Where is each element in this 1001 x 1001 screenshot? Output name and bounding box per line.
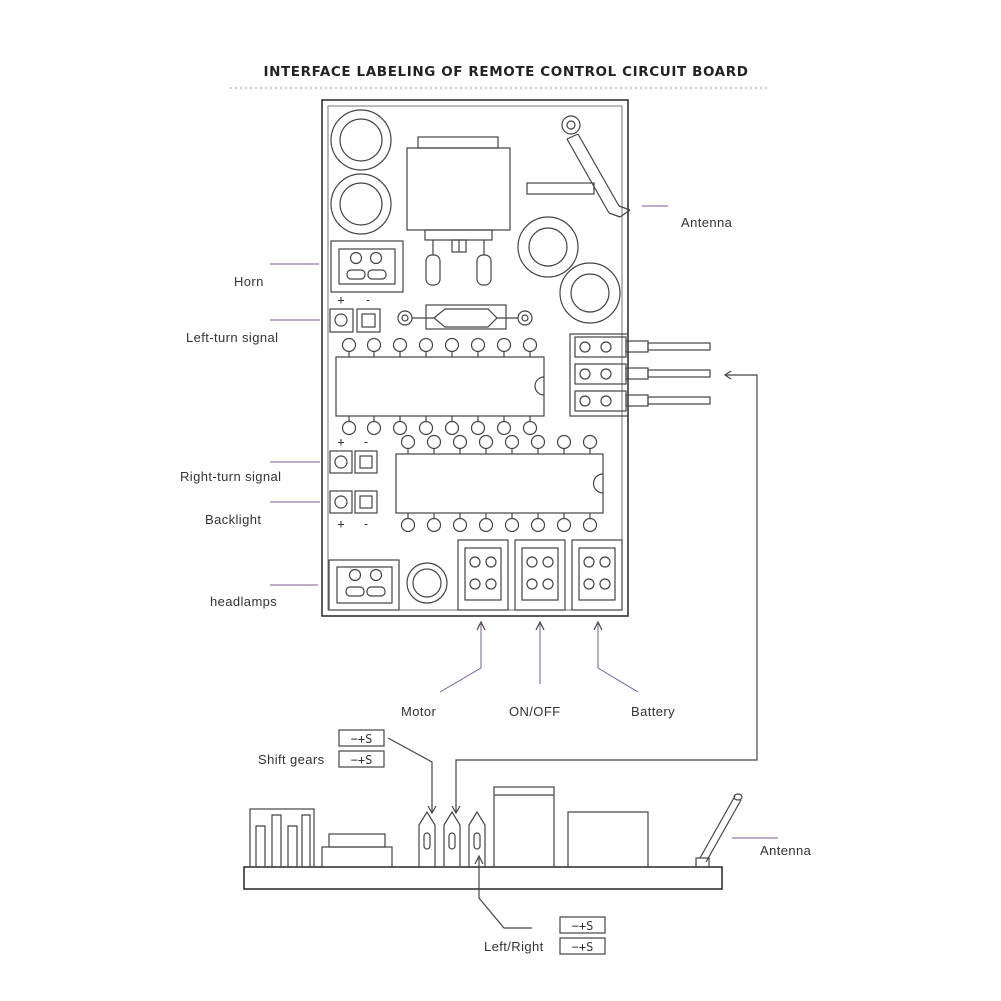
headlamps-connector <box>328 559 400 611</box>
label-backlight: Backlight <box>205 512 261 527</box>
label-headlamps: headlamps <box>210 594 277 609</box>
polarity-plus: + <box>337 293 344 307</box>
pin-code-box-shift-1: −+S <box>338 729 385 747</box>
antenna-board-top <box>561 115 631 218</box>
svg-text:−+S: −+S <box>351 732 373 746</box>
label-antenna-bottom: Antenna <box>760 843 812 858</box>
regulator-side <box>567 811 649 868</box>
switch-component <box>249 808 315 868</box>
label-shift-gears: Shift gears <box>258 752 325 767</box>
leader-shift-gears <box>387 737 433 812</box>
antenna-side <box>695 793 743 868</box>
label-motor: Motor <box>401 704 437 719</box>
board-inner-border <box>327 105 623 611</box>
capacitor-top-left-1 <box>330 109 392 171</box>
arrow-on-off <box>535 620 545 631</box>
circuit-board-top: + - <box>321 99 711 617</box>
pin-code-box-shift-2: −+S <box>338 750 385 768</box>
resistor-small <box>526 182 595 195</box>
pin-header-row-1 <box>574 336 711 358</box>
ic-chip-1-top-pins <box>341 337 538 357</box>
capacitor-right-2 <box>559 262 621 324</box>
svg-text:−+S: −+S <box>572 940 594 954</box>
polarity-minus: - <box>362 517 369 531</box>
ic-chip-1-bottom-pins <box>341 416 538 436</box>
backlight-pads: + - <box>329 490 378 531</box>
capacitor-side <box>493 786 555 868</box>
polarity-minus: - <box>364 293 371 307</box>
leader-battery <box>597 624 639 693</box>
pin-header-3 <box>569 333 711 417</box>
buzzer <box>406 562 448 604</box>
arrow-motor <box>476 620 486 631</box>
right-turn-pads: + - <box>329 435 378 474</box>
label-left-turn: Left-turn signal <box>186 330 278 345</box>
arrow-shift-gears <box>427 805 437 815</box>
horn-connector <box>330 240 404 293</box>
board-base <box>243 866 723 890</box>
label-antenna-top: Antenna <box>681 215 733 230</box>
arrow-battery <box>593 620 603 631</box>
ic-chip-1 <box>335 337 545 436</box>
ic-side <box>321 833 393 868</box>
pin-code-box-lr-2: −+S <box>559 937 606 955</box>
voltage-regulator <box>406 136 511 286</box>
left-turn-pads: + - <box>329 293 381 333</box>
servo-pins-side <box>418 810 486 868</box>
leader-left-right <box>478 858 532 929</box>
wire-header-to-lower-board <box>451 370 758 815</box>
ic-chip-2-top-pins <box>400 434 598 454</box>
label-right-turn: Right-turn signal <box>180 469 281 484</box>
label-on-off: ON/OFF <box>509 704 561 719</box>
polarity-plus: + <box>337 435 344 449</box>
crystal-oscillator <box>397 304 533 330</box>
polarity-plus: + <box>337 517 344 531</box>
leader-lines-top <box>270 205 668 693</box>
diagram-title: INTERFACE LABELING OF REMOTE CONTROL CIR… <box>263 64 748 80</box>
pin-code-box-lr-1: −+S <box>559 916 606 934</box>
circuit-board-side-view <box>243 786 743 890</box>
label-horn: Horn <box>234 274 264 289</box>
arrow-left-right <box>474 854 484 865</box>
ic-chip-2 <box>395 434 604 533</box>
board-outline <box>321 99 629 617</box>
polarity-minus: - <box>362 435 369 449</box>
motor-connector <box>457 539 509 611</box>
pin-header-row-3 <box>574 390 711 412</box>
capacitor-right-1 <box>517 216 579 278</box>
ic-chip-2-bottom-pins <box>400 513 598 533</box>
label-left-right: Left/Right <box>484 939 544 954</box>
pin-header-row-2 <box>574 363 711 385</box>
svg-text:−+S: −+S <box>572 919 594 933</box>
battery-connector <box>571 539 623 611</box>
capacitor-top-left-2 <box>330 173 392 235</box>
svg-text:−+S: −+S <box>351 753 373 767</box>
on-off-connector <box>514 539 566 611</box>
leader-motor <box>439 624 482 693</box>
label-battery: Battery <box>631 704 675 719</box>
leader-lines-bottom <box>387 737 778 929</box>
